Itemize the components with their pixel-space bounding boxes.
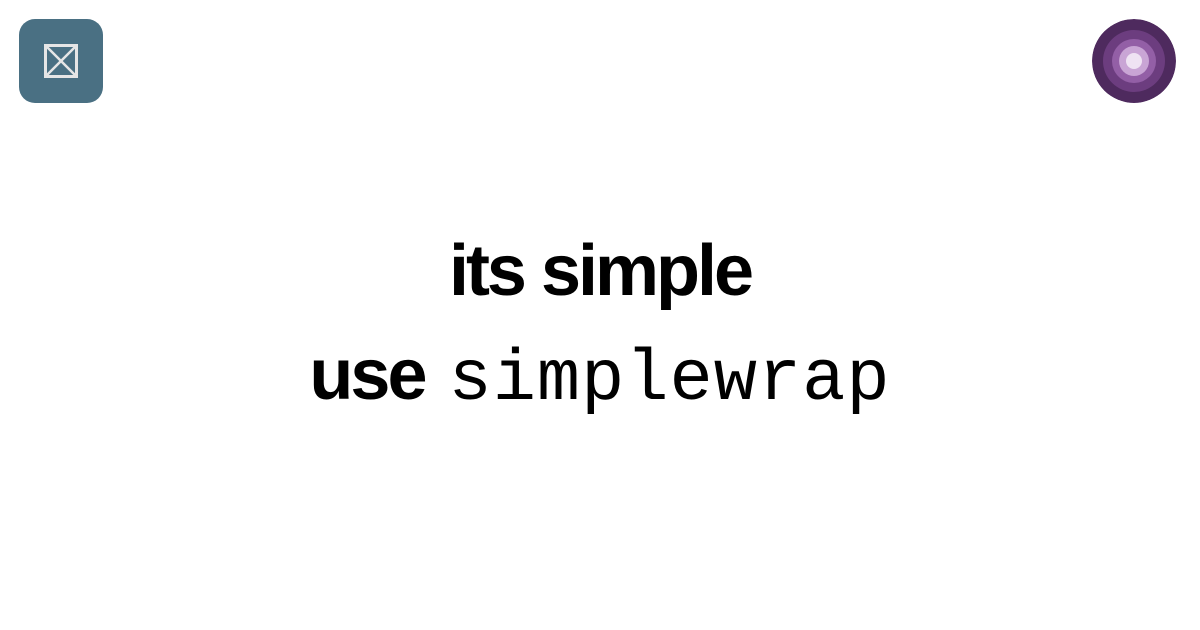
image-placeholder-icon	[44, 44, 78, 78]
headline: its simple use simplewrap	[0, 226, 1200, 434]
concentric-circles-icon	[1092, 19, 1176, 103]
headline-code: simplewrap	[448, 339, 891, 421]
headline-prefix: use	[309, 335, 427, 415]
right-logo	[1092, 19, 1176, 103]
left-logo	[19, 19, 103, 103]
headline-line-2: use simplewrap	[0, 330, 1200, 434]
headline-line-1: its simple	[448, 231, 754, 311]
